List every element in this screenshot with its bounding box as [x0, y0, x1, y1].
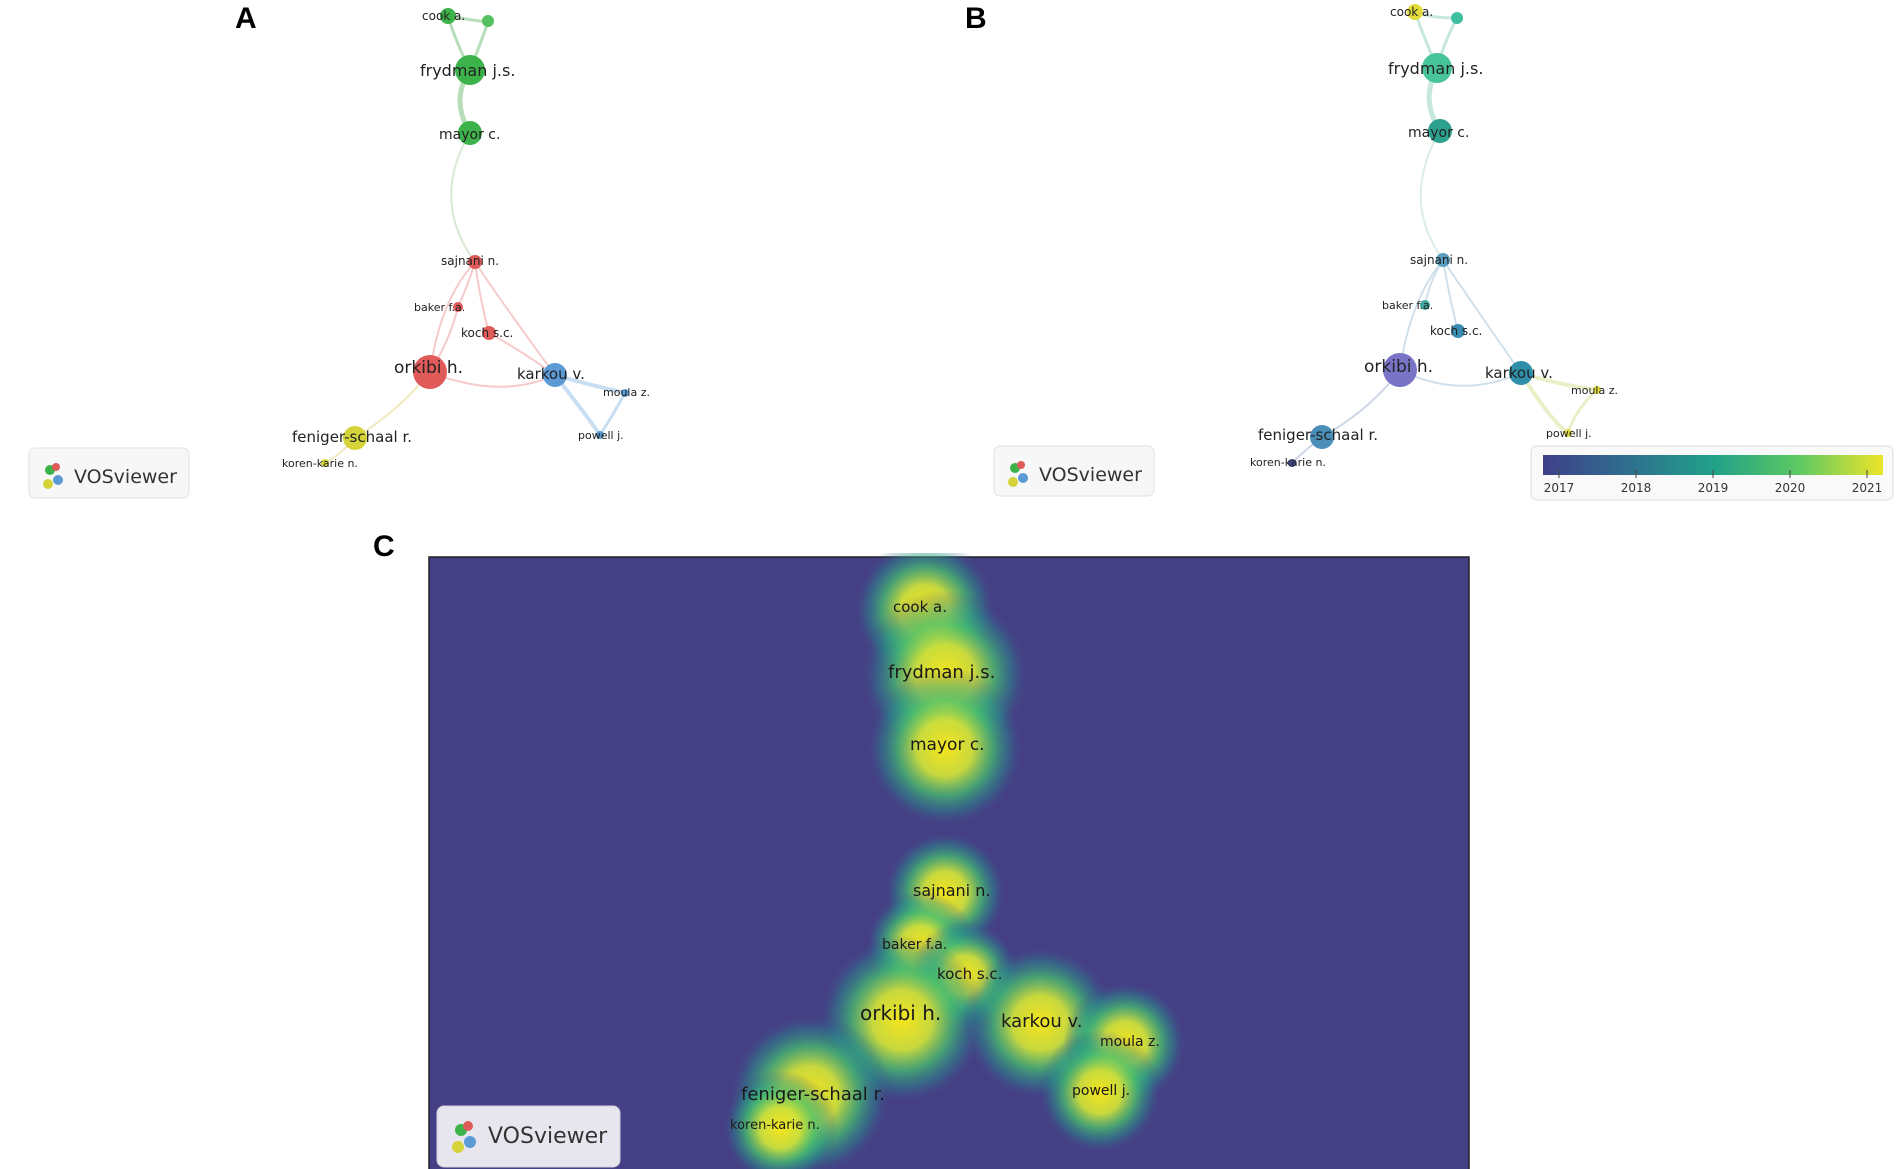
label-baker-a: baker f.a.	[414, 301, 465, 314]
label-cook-c: cook a.	[893, 598, 947, 616]
label-moula-c: moula z.	[1100, 1034, 1160, 1050]
label-powell-b: powell j.	[1546, 427, 1592, 440]
vosviewer-text-c: VOSviewer	[488, 1124, 608, 1149]
label-baker-c: baker f.a.	[882, 937, 947, 953]
label-karkou-b: karkou v.	[1485, 364, 1553, 382]
timeline-tick-label: 2021	[1852, 481, 1883, 495]
label-sajnani-a: sajnani n.	[441, 254, 499, 268]
label-mayor-c: mayor c.	[910, 735, 985, 755]
node-baker-a[interactable]	[453, 302, 463, 312]
heat-blob-mayor	[865, 668, 1025, 828]
node-koren-b[interactable]	[1288, 459, 1296, 467]
label-sajnani-c: sajnani n.	[913, 881, 990, 900]
heat-blob-powell	[1038, 1030, 1162, 1154]
node-frydman-b[interactable]	[1422, 53, 1452, 83]
vosviewer-logo-icon	[1008, 461, 1028, 487]
label-cook-b: cook a.	[1390, 5, 1433, 19]
label-feniger-b: feniger-schaal r.	[1258, 426, 1378, 444]
label-sajnani-b: sajnani n.	[1410, 253, 1468, 267]
label-mayor-b: mayor c.	[1408, 125, 1469, 141]
label-feniger-c: feniger-schaal r.	[741, 1084, 885, 1105]
node-frydman-a[interactable]	[455, 55, 485, 85]
panel-c-heatmap: cook a. frydman j.s. mayor c. sajnani n.…	[428, 553, 1470, 1169]
timeline-legend: 2017 2018 2019 2020 2021	[1530, 445, 1894, 501]
node-baker-b[interactable]	[1420, 300, 1430, 310]
node-powell-a[interactable]	[596, 431, 604, 439]
panel-label-a: A	[235, 2, 257, 35]
label-orkibi-b: orkibi h.	[1364, 357, 1433, 377]
node-koch-a[interactable]	[482, 326, 496, 340]
node-moula-b[interactable]	[1593, 386, 1601, 394]
label-koch-c: koch s.c.	[937, 965, 1002, 983]
label-frydman-a: frydman j.s.	[420, 61, 515, 80]
label-koren-a: koren-karie n.	[282, 457, 358, 470]
node-powell-b[interactable]	[1564, 429, 1572, 437]
timeline-tick-label: 2018	[1621, 481, 1652, 495]
label-koren-b: koren-karie n.	[1250, 456, 1326, 469]
node-koren-a[interactable]	[321, 459, 329, 467]
timeline-gradient-bar	[1543, 455, 1883, 475]
label-koren-c: koren-karie n.	[730, 1118, 820, 1133]
label-feniger-a: feniger-schaal r.	[292, 428, 412, 446]
node-unlabeled-a[interactable]	[482, 15, 494, 27]
label-orkibi-a: orkibi h.	[394, 358, 463, 378]
node-sajnani-b[interactable]	[1436, 253, 1450, 267]
label-mayor-a: mayor c.	[439, 127, 500, 143]
node-moula-a[interactable]	[621, 389, 629, 397]
timeline-tick-label: 2019	[1698, 481, 1729, 495]
label-frydman-c: frydman j.s.	[888, 662, 995, 683]
timeline-tick-label: 2017	[1544, 481, 1575, 495]
vosviewer-badge-c: VOSviewer	[436, 1105, 621, 1168]
label-koch-a: koch s.c.	[461, 326, 513, 340]
node-sajnani-a[interactable]	[468, 255, 482, 269]
node-unlabeled-b[interactable]	[1451, 12, 1463, 24]
vosviewer-badge-b: VOSviewer	[993, 445, 1155, 497]
panel-label-b: B	[965, 2, 987, 35]
label-frydman-b: frydman j.s.	[1388, 59, 1483, 78]
panel-b-network: cook a. frydman j.s. mayor c. sajnani n.…	[1250, 4, 1618, 469]
node-karkou-b[interactable]	[1509, 361, 1533, 385]
vosviewer-text-b: VOSviewer	[1039, 464, 1142, 486]
heat-blob-koren	[722, 1070, 838, 1169]
node-mayor-b[interactable]	[1428, 119, 1452, 143]
vosviewer-text-a: VOSviewer	[74, 466, 177, 488]
node-koch-b[interactable]	[1451, 324, 1465, 338]
label-koch-b: koch s.c.	[1430, 324, 1482, 338]
panel-label-c: C	[373, 530, 395, 563]
label-orkibi-c: orkibi h.	[860, 1001, 941, 1025]
timeline-tick-label: 2020	[1775, 481, 1806, 495]
label-moula-b: moula z.	[1571, 384, 1618, 397]
label-karkou-c: karkou v.	[1001, 1011, 1082, 1032]
node-feniger-a[interactable]	[343, 426, 367, 450]
node-feniger-b[interactable]	[1310, 425, 1334, 449]
label-karkou-a: karkou v.	[517, 365, 585, 383]
vosviewer-badge-a: VOSviewer	[28, 447, 190, 499]
node-mayor-a[interactable]	[458, 121, 482, 145]
node-cook-b[interactable]	[1407, 4, 1423, 20]
label-moula-a: moula z.	[603, 386, 650, 399]
label-powell-c: powell j.	[1072, 1083, 1130, 1099]
node-cook-a[interactable]	[440, 8, 456, 24]
timeline-ticks: 2017 2018 2019 2020 2021	[1544, 470, 1883, 495]
node-orkibi-a[interactable]	[413, 355, 447, 389]
node-orkibi-b[interactable]	[1383, 353, 1417, 387]
vosviewer-logo-icon	[43, 463, 63, 489]
vosviewer-logo-icon	[452, 1121, 476, 1153]
label-cook-a: cook a.	[422, 9, 465, 23]
label-baker-b: baker f.a.	[1382, 299, 1433, 312]
panel-a-network: cook a. frydman j.s. mayor c. sajnani n.…	[282, 8, 650, 470]
node-karkou-a[interactable]	[543, 363, 567, 387]
label-powell-a: powell j.	[578, 429, 624, 442]
